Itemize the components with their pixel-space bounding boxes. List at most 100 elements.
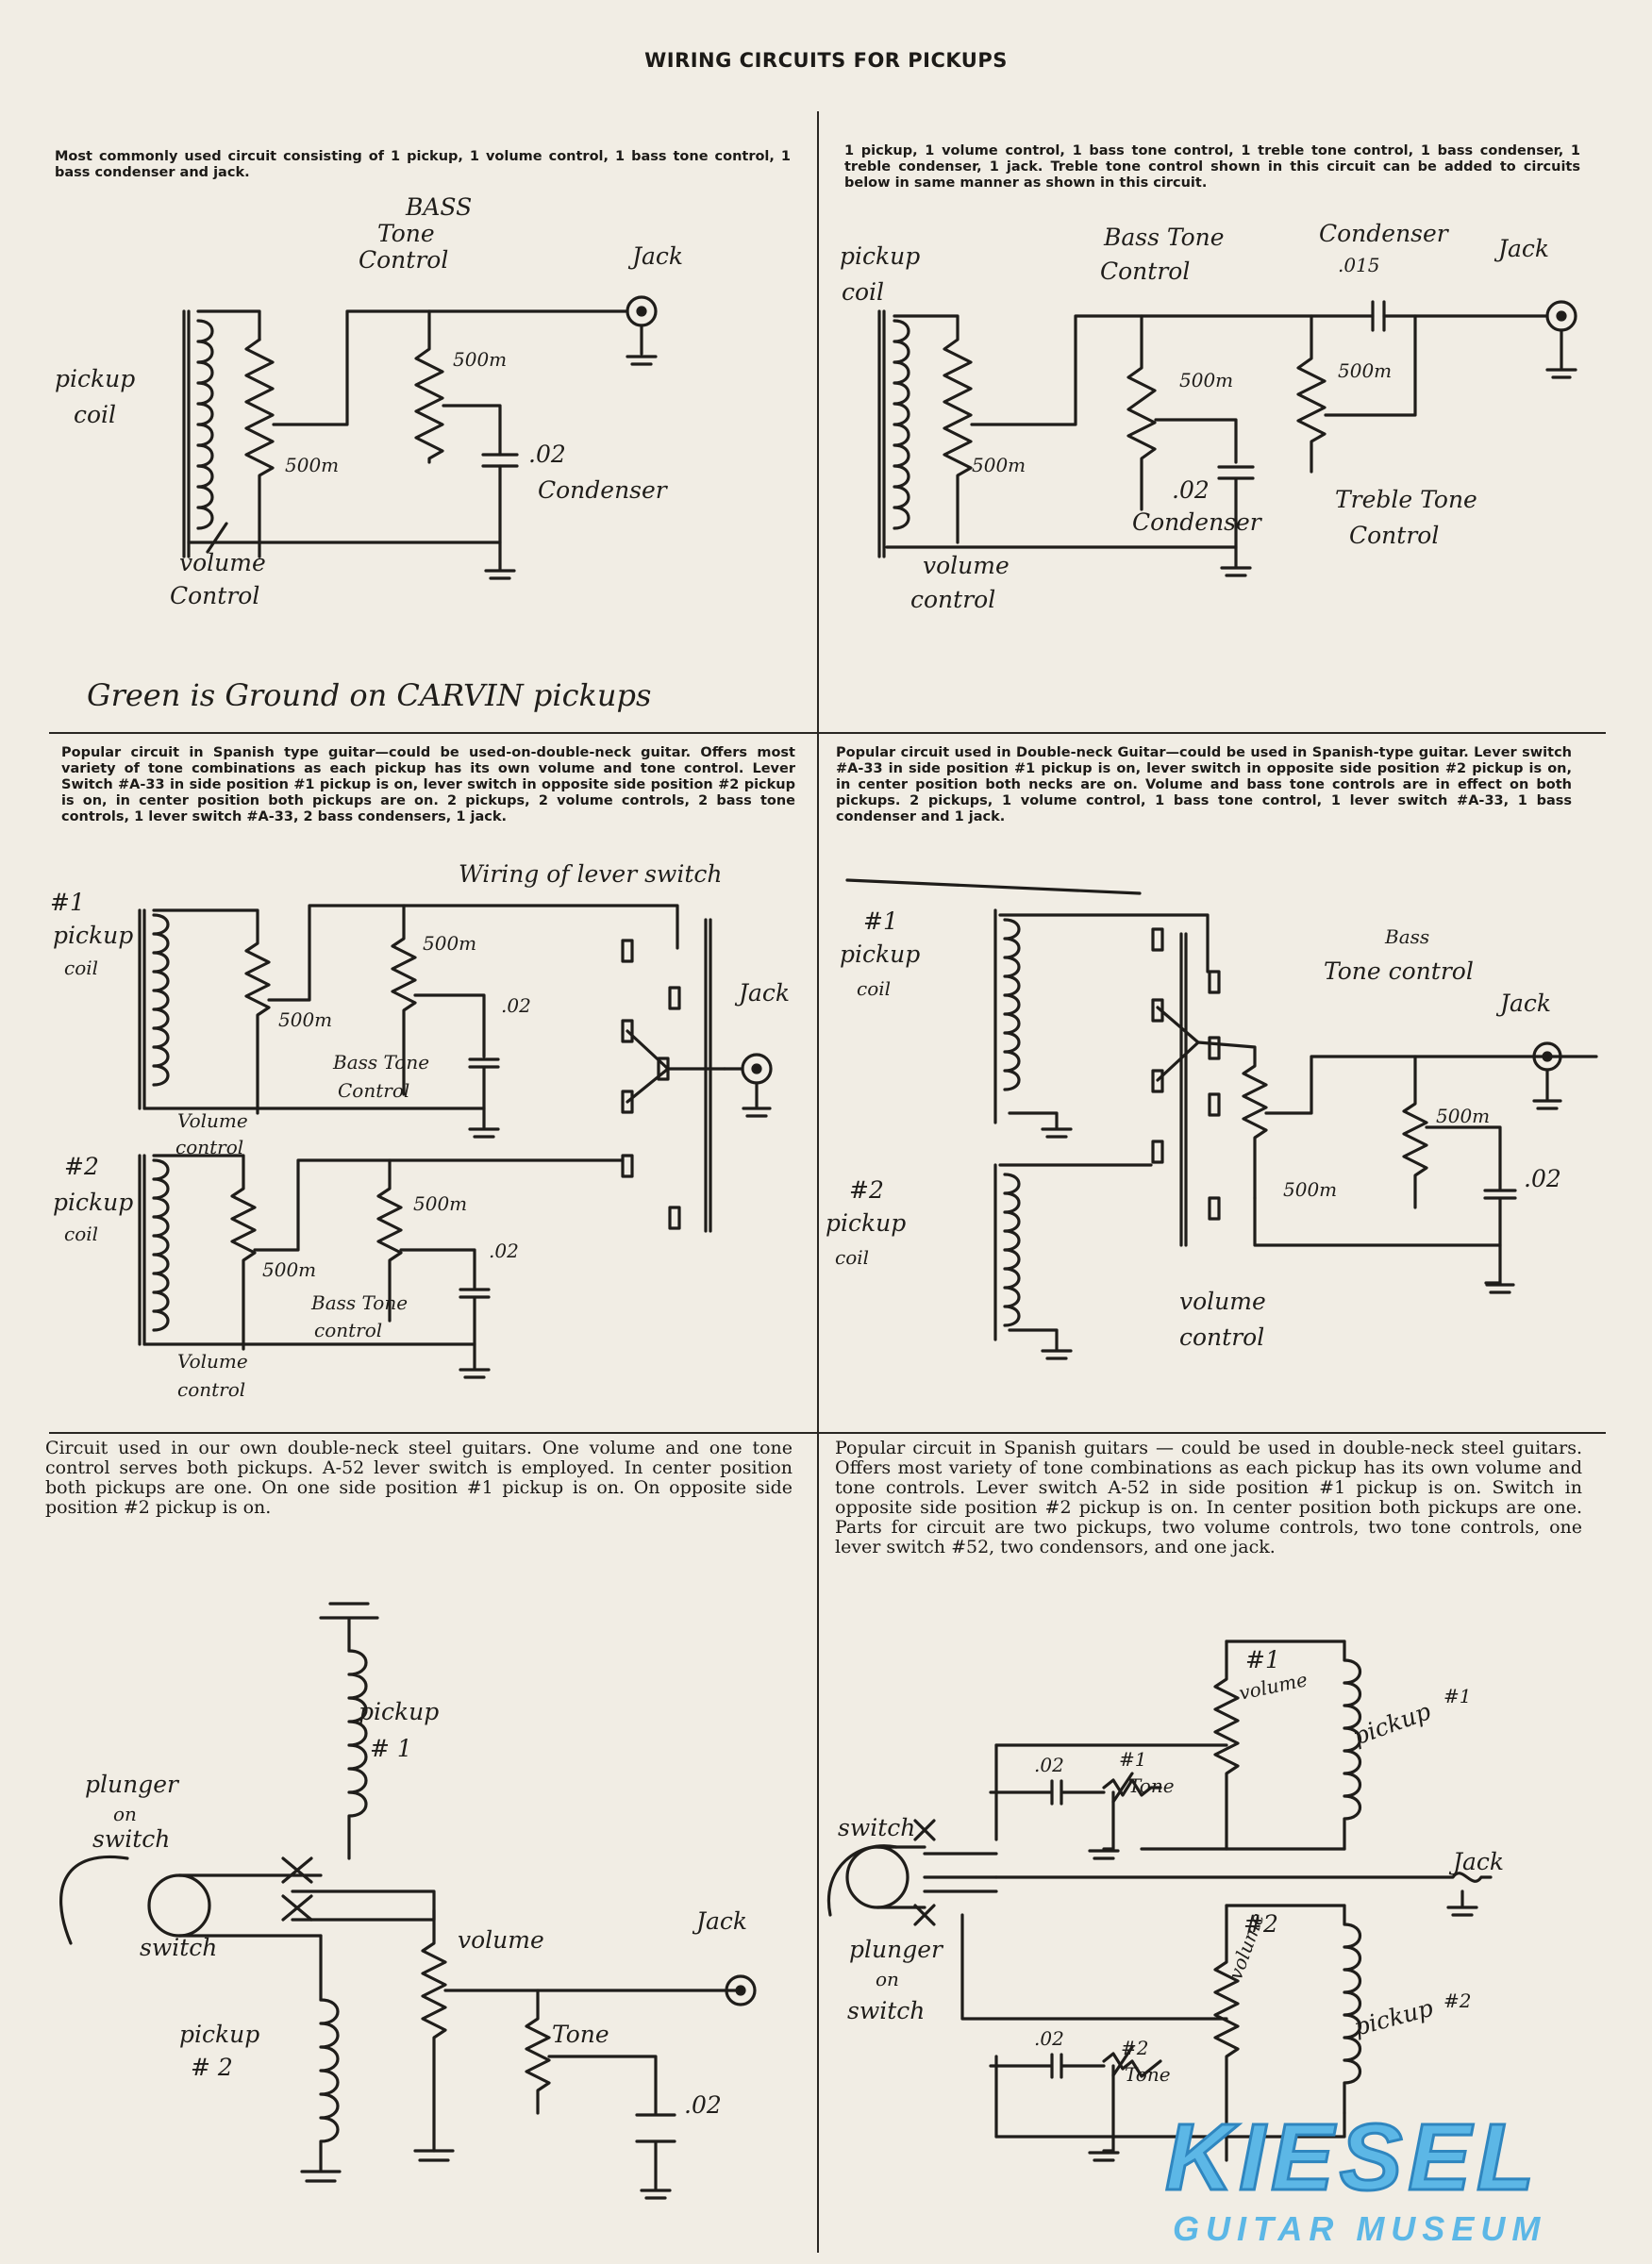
label-jack: Jack xyxy=(1493,235,1549,262)
label-r2: 500m xyxy=(1283,1178,1337,1201)
column-divider xyxy=(817,111,819,2253)
label-vol2-control: control xyxy=(177,1378,245,1401)
label-volume-control: control xyxy=(1179,1323,1264,1351)
label-jack: Jack xyxy=(1495,990,1551,1017)
label-vol1-control: control xyxy=(175,1136,243,1158)
label-bass1: Bass Tone xyxy=(332,1051,429,1074)
panel4-circuit-diagram: #1 pickup coil Bass Tone control Jack 50… xyxy=(826,907,1598,1360)
label-on: on xyxy=(113,1803,137,1825)
label-bass: Bass xyxy=(1384,925,1429,948)
label-jack: Jack xyxy=(1448,1848,1504,1875)
panel5-circuit-diagram: pickup # 1 plunger on switch switch volu… xyxy=(58,1602,757,2200)
label-vol2: volume xyxy=(1224,1910,1269,1983)
label-treble-tone: Treble Tone xyxy=(1335,486,1477,513)
label-pickup: pickup xyxy=(840,242,920,270)
label-jack: Jack xyxy=(627,242,683,270)
label-plunger: plunger xyxy=(849,1936,944,1963)
label-cap2: .02 xyxy=(489,1240,519,1262)
label-condenser: Condenser xyxy=(1319,220,1450,247)
label-treble-control: Control xyxy=(1349,522,1439,549)
label-p1-pickup: pickup xyxy=(840,941,920,968)
label-tone2: Tone xyxy=(1125,2063,1171,2086)
label-p2-coil: coil xyxy=(835,1246,869,1269)
label-500m-b: 500m xyxy=(285,454,339,476)
label-n2: #2 xyxy=(1243,1910,1278,1938)
label-jack: Jack xyxy=(734,979,790,1007)
label-cap: .02 xyxy=(684,2091,722,2119)
label-r4: 500m xyxy=(262,1258,316,1281)
museum-watermark: KIESEL GUITAR MUSEUM xyxy=(1163,2104,1618,2255)
label-t2: #2 xyxy=(1121,2037,1148,2059)
label-on: on xyxy=(876,1968,899,1990)
label-500m-b: 500m xyxy=(972,454,1026,476)
label-volume: volume xyxy=(1179,1288,1266,1315)
label-pn2: #2 xyxy=(1443,1989,1471,2012)
panel5-description: Circuit used in our own double-neck stee… xyxy=(45,1438,793,1518)
panel4-description: Popular circuit used in Double-neck Guit… xyxy=(836,745,1572,824)
label-cap1: .02 xyxy=(501,994,531,1017)
label-500m-c: 500m xyxy=(1338,359,1392,382)
label-volume-control: Control xyxy=(170,582,259,609)
label-cap: .02 xyxy=(528,441,566,468)
label-pickup1: pickup xyxy=(359,1698,439,1725)
label-cap: .02 xyxy=(1524,1165,1561,1192)
label-p1-coil: coil xyxy=(857,977,891,1000)
watermark-subtitle: GUITAR MUSEUM xyxy=(1173,2209,1547,2248)
label-pn1: #1 xyxy=(1443,1685,1471,1707)
label-bass2: Bass Tone xyxy=(310,1291,408,1314)
label-condenser: Condenser xyxy=(538,476,669,504)
label-p2-num: #2 xyxy=(64,1153,99,1180)
label-500m-a: 500m xyxy=(1179,369,1233,391)
panel6-circuit-diagram: #1 volume pickup #1 .02 #1 Tone switch J… xyxy=(826,1640,1504,2162)
label-bass: BASS xyxy=(405,193,472,221)
label-volume: volume xyxy=(179,549,266,576)
label-coil: coil xyxy=(74,401,116,428)
label-r2: 500m xyxy=(278,1008,332,1031)
label-cap1: .02 xyxy=(1034,1754,1064,1776)
label-tone1: Tone xyxy=(1128,1774,1175,1797)
label-n1: #1 xyxy=(1245,1646,1280,1673)
label-p1-num: #1 xyxy=(50,889,85,916)
row-divider-2 xyxy=(49,1432,1606,1434)
panel3-circuit-diagram: Wiring of lever switch #1 pickup coil 50… xyxy=(50,860,1142,1401)
label-pickup2: pickup xyxy=(1351,1994,1436,2041)
label-plunger: plunger xyxy=(85,1771,180,1798)
label-bass2-control: control xyxy=(314,1319,382,1341)
panel1-description: Most commonly used circuit consisting of… xyxy=(55,149,791,180)
label-p2-coil: coil xyxy=(64,1223,98,1245)
label-bass1-control: Control xyxy=(338,1079,409,1102)
page-title: WIRING CIRCUITS FOR PICKUPS xyxy=(644,49,1008,72)
panel2-circuit-diagram: pickup coil Bass Tone Control Condenser … xyxy=(840,220,1577,613)
label-switch-a: switch xyxy=(92,1825,170,1853)
label-num1: # 1 xyxy=(370,1735,412,1762)
ground-note: Green is Ground on CARVIN pickups xyxy=(87,677,651,713)
label-r1: 500m xyxy=(423,932,476,955)
label-pickup2: pickup xyxy=(179,2021,259,2048)
label-r3: 500m xyxy=(413,1192,467,1215)
label-p2-num: #2 xyxy=(849,1176,884,1204)
label-p1-coil: coil xyxy=(64,957,98,979)
label-switch-b: switch xyxy=(140,1934,217,1961)
label-p1-num: #1 xyxy=(863,907,898,935)
label-switch2: switch xyxy=(847,1997,925,2024)
label-p2-pickup: pickup xyxy=(53,1189,133,1216)
label-jack: Jack xyxy=(692,1907,747,1935)
label-500m-a: 500m xyxy=(453,348,507,371)
label-vol1: Volume xyxy=(177,1109,248,1132)
label-control: Control xyxy=(1100,258,1190,285)
panel6-description: Popular circuit in Spanish guitars — cou… xyxy=(835,1438,1582,1557)
label-pickup: pickup xyxy=(55,365,135,392)
label-lever-switch: Wiring of lever switch xyxy=(459,860,722,888)
label-tone: Tone xyxy=(377,220,435,247)
label-tone: Tone xyxy=(552,2021,609,2048)
label-volume: volume xyxy=(923,552,1010,579)
label-vol2: Volume xyxy=(177,1350,248,1373)
panel1-circuit-diagram: BASS Tone Control Jack pickup coil 500m … xyxy=(55,193,683,713)
label-volume: volume xyxy=(458,1926,544,1954)
label-r1: 500m xyxy=(1436,1105,1490,1127)
label-p1-pickup: pickup xyxy=(53,922,133,949)
label-pickup1: pickup xyxy=(1349,1697,1434,1750)
label-t1: #1 xyxy=(1119,1748,1146,1771)
label-volume-control: control xyxy=(910,586,995,613)
label-control: Control xyxy=(359,246,448,274)
